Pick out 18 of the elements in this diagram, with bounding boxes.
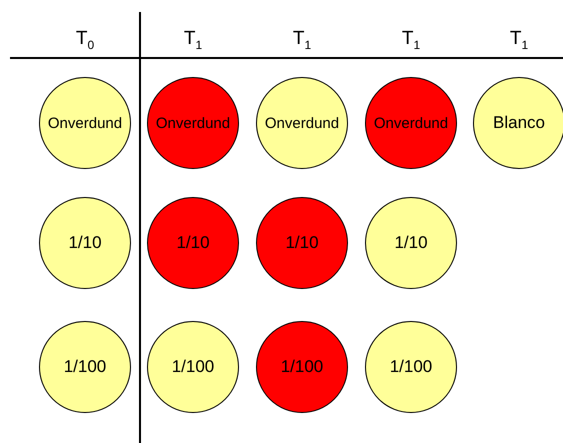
- sample-circle: 1/10: [39, 197, 131, 289]
- sample-circle: 1/10: [256, 197, 348, 289]
- column-header: T$_{1}$: [510, 28, 528, 52]
- column-header: T$_{1}$: [184, 28, 202, 52]
- sample-circle: 1/100: [39, 321, 131, 413]
- sample-circle: 1/10: [365, 197, 457, 289]
- sample-circle: 1/10: [147, 197, 239, 289]
- sample-circle: Onverdund: [365, 77, 457, 169]
- sample-circle: Onverdund: [39, 77, 131, 169]
- sample-circle: 1/100: [365, 321, 457, 413]
- sample-circle: Onverdund: [147, 77, 239, 169]
- column-header: T$_{1}$: [402, 28, 420, 52]
- sample-circle: Onverdund: [256, 77, 348, 169]
- column-header: T$_{0}$: [76, 28, 94, 52]
- sample-circle: 1/100: [147, 321, 239, 413]
- sample-circle: 1/100: [256, 321, 348, 413]
- column-header: T$_{1}$: [292, 28, 312, 52]
- sample-circle: Blanco: [473, 77, 563, 169]
